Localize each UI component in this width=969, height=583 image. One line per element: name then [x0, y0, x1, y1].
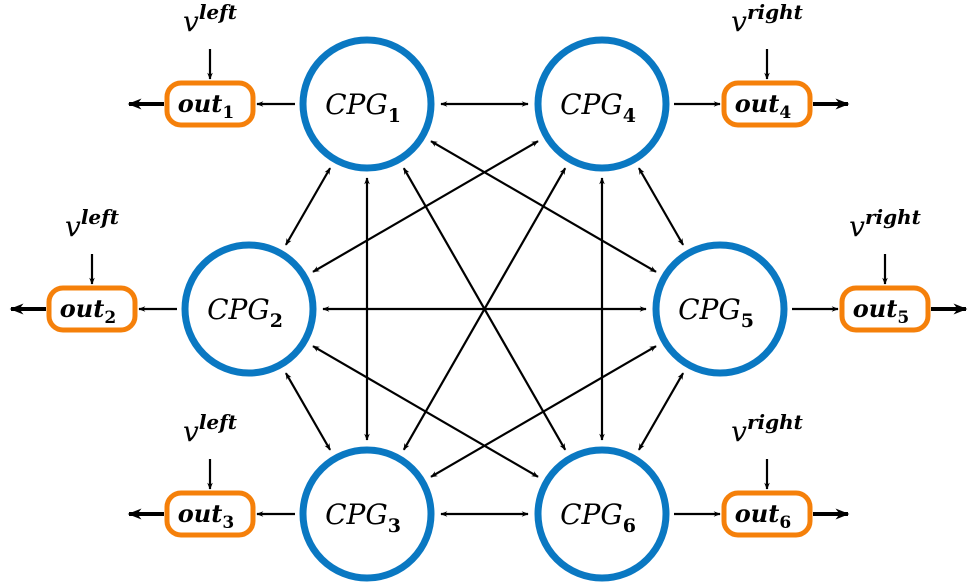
node-circle — [299, 36, 435, 172]
edge-cpg5-cpg6 — [637, 372, 685, 451]
node-circle — [534, 446, 670, 582]
input-label: vleft — [183, 410, 238, 448]
node-circle — [652, 241, 788, 377]
node-cpg4: CPG4 — [534, 36, 670, 172]
output-box — [721, 80, 813, 128]
input-label: vright — [731, 0, 803, 38]
node-cpg2: CPG2 — [181, 241, 317, 377]
output-box — [164, 80, 256, 128]
input-label: vright — [731, 410, 803, 448]
node-cpg5: CPG5 — [652, 241, 788, 377]
edges-layer — [284, 101, 685, 517]
edge-cpg2-cpg3 — [284, 372, 332, 451]
node-circle — [299, 446, 435, 582]
output-box — [721, 490, 813, 538]
node-circle — [181, 241, 317, 377]
edge-cpg1-cpg2 — [284, 167, 332, 246]
node-circle — [534, 36, 670, 172]
output-box — [164, 490, 256, 538]
output-box — [46, 285, 138, 333]
input-label: vleft — [183, 0, 238, 38]
node-cpg1: CPG1 — [299, 36, 435, 172]
node-cpg6: CPG6 — [534, 446, 670, 582]
node-cpg3: CPG3 — [299, 446, 435, 582]
edge-cpg3-cpg5 — [430, 345, 657, 478]
input-label: vright — [849, 205, 921, 243]
node-label: CPG2 — [207, 293, 283, 332]
input-label: vleft — [65, 205, 120, 243]
edge-cpg4-cpg5 — [637, 167, 685, 246]
output-box — [839, 285, 931, 333]
